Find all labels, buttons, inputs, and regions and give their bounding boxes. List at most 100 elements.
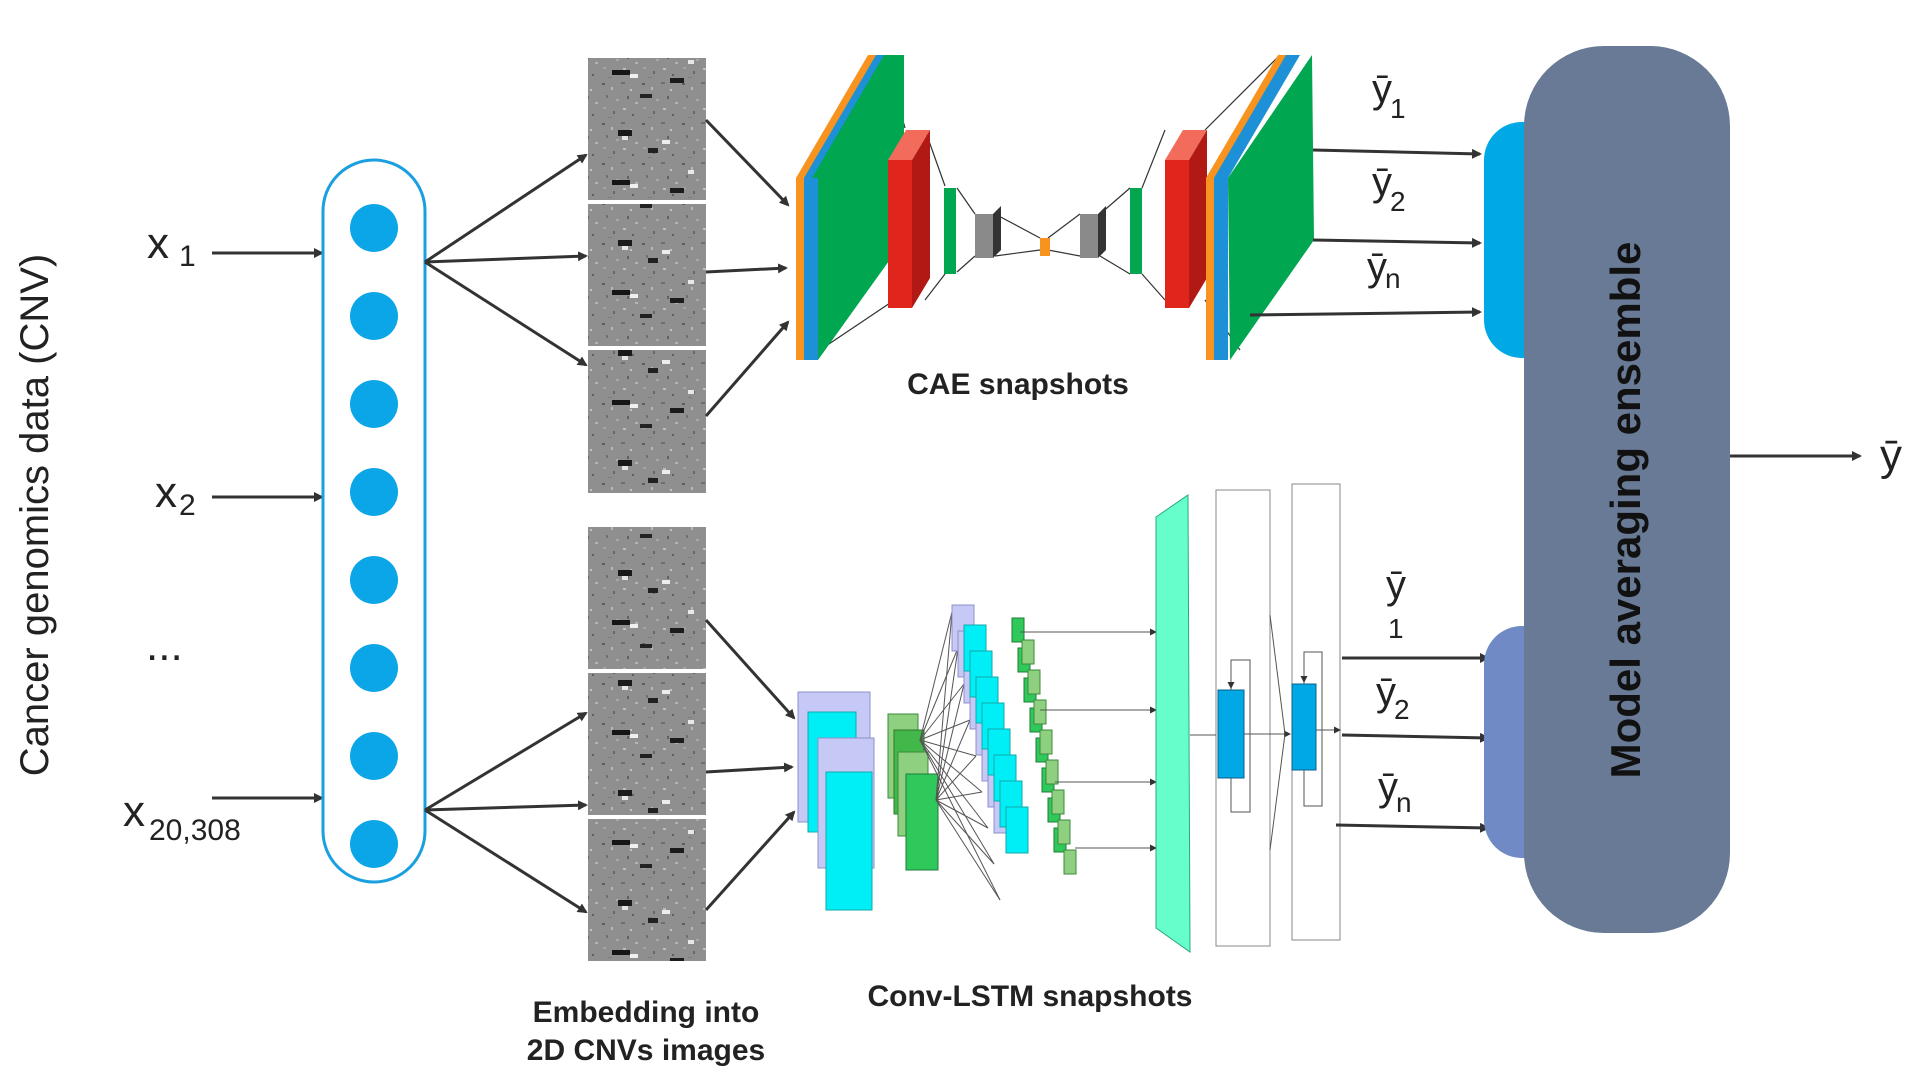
input-xn-sub: 20,308 [149, 814, 241, 847]
lstm-fan-line [919, 739, 983, 793]
lstm-column-blocks [951, 604, 1077, 875]
lstm-conv-cyan-2 [825, 771, 873, 911]
cae-in-arrow-3 [704, 320, 790, 417]
lstm-fan-lines [919, 611, 1001, 901]
conv-lstm-network [797, 483, 1341, 953]
top-output-y1: ȳ1 [1372, 67, 1406, 124]
lstm-fan-line [919, 611, 953, 741]
bottom-output-y2-base: ȳ [1376, 670, 1396, 714]
cae-dec-gray-side [1098, 206, 1106, 258]
top-output-yn: ȳn [1367, 245, 1401, 294]
cnv-image-texture [588, 204, 706, 346]
cae-dec-gray [1080, 214, 1098, 258]
lstm-cell-1-loop [1230, 659, 1251, 813]
input-x1-base: x [147, 219, 169, 268]
top-output-arrow-1 [1312, 148, 1482, 159]
lstm-cell-1 [1217, 689, 1245, 779]
lstm-fan-line [919, 647, 959, 741]
lstm-cell-2 [1291, 683, 1317, 771]
cnv-image-texture [588, 819, 706, 961]
cae-in-arrow-1 [704, 118, 790, 207]
input-x2-sub: 2 [179, 489, 196, 522]
ensemble-block [1524, 46, 1730, 933]
side-label: Cancer genomics data (CNV) [13, 254, 57, 776]
cnv-image-texture [588, 527, 706, 669]
lstm-fan-line [935, 647, 959, 801]
bottom-output-arrow-n [1335, 822, 1490, 833]
lstm-fan-line [935, 799, 995, 865]
lstm-in-arrow-3 [704, 810, 796, 912]
cnv-image-texture [588, 58, 706, 200]
cnv-image-stack-top [588, 58, 706, 493]
cae-enc-green-small [944, 188, 956, 274]
bottom-output-yn-base: ȳ [1378, 765, 1398, 809]
convlstm-label: Conv-LSTM snapshots [867, 980, 1192, 1013]
embed-arrow-top-3 [424, 260, 588, 367]
lstm-fan-line [935, 791, 983, 801]
cae-dec-red [1165, 160, 1189, 308]
cae-label: CAE snapshots [907, 368, 1129, 401]
input-node [350, 380, 398, 428]
cae-dec-layer-green [1228, 55, 1314, 360]
cnv-image-texture [588, 350, 706, 493]
bottom-output-arrow-2 [1341, 732, 1490, 743]
lstm-block [1039, 729, 1053, 755]
lstm-fan-line [919, 739, 1001, 901]
bottom-output-yn: ȳn [1378, 765, 1412, 818]
cae-network [796, 54, 1314, 360]
embed-arrow-bottom-2 [424, 800, 588, 812]
cae-bottleneck [1040, 238, 1050, 256]
lstm-in-arrow-2 [705, 762, 794, 774]
cnv-image-stack-bottom [588, 527, 706, 961]
input-layer-capsule [321, 158, 427, 884]
lstm-block [1027, 669, 1041, 695]
cae-enc-layer-green-top [812, 55, 904, 178]
lstm-dense-arrows [1020, 628, 1157, 852]
input-node [350, 468, 398, 516]
lstm-fan-line [919, 739, 995, 865]
input-node [350, 204, 398, 252]
lstm-block [1063, 849, 1077, 875]
lstm-fan-line [935, 719, 971, 801]
lstm-block [1051, 789, 1065, 815]
top-output-arrow-n [1249, 307, 1482, 318]
cae-in-arrow-2 [705, 263, 788, 274]
lstm-fan-line [919, 683, 965, 741]
cae-enc-gray [975, 214, 993, 258]
input-node [350, 644, 398, 692]
embed-arrow-bottom-1 [424, 711, 588, 812]
bottom-output-y2: ȳ2 [1376, 670, 1410, 725]
lstm-fan-line [935, 799, 989, 829]
lstm-frame-link [1269, 614, 1286, 851]
lstm-fan-line [935, 611, 953, 801]
lstm-fan-line [919, 719, 971, 741]
lstm-fan-line [935, 755, 977, 801]
top-output-y2: ȳ2 [1372, 160, 1406, 217]
lstm-block [1033, 699, 1047, 725]
input-node [350, 292, 398, 340]
cae-dec-red-top [1165, 130, 1207, 160]
lstm-green-4 [905, 773, 939, 871]
top-output-arrow-2 [1312, 237, 1482, 248]
cnv-image-texture [588, 673, 706, 815]
cae-enc-layer-blue-face [804, 178, 818, 360]
top-output-y2-base: ȳ [1372, 160, 1392, 204]
bottom-output-y2-sub: 2 [1394, 694, 1410, 725]
lstm-block [1057, 819, 1071, 845]
bottom-output-yn-sub: n [1396, 787, 1412, 818]
cae-dec-red-side [1189, 130, 1207, 308]
lstm-dense-layer [1155, 494, 1191, 953]
lstm-fan-line [935, 799, 1001, 901]
input-x1-sub: 1 [179, 240, 196, 273]
embed-arrow-bottom-3 [424, 808, 588, 914]
top-output-yn-sub: n [1385, 263, 1401, 294]
bottom-output-y1-base: ȳ [1386, 563, 1406, 607]
input-x2-base: x [155, 468, 177, 517]
cae-enc-layer-green [818, 55, 904, 360]
cae-enc-red [888, 160, 912, 308]
top-output-y2-sub: 2 [1390, 186, 1406, 217]
